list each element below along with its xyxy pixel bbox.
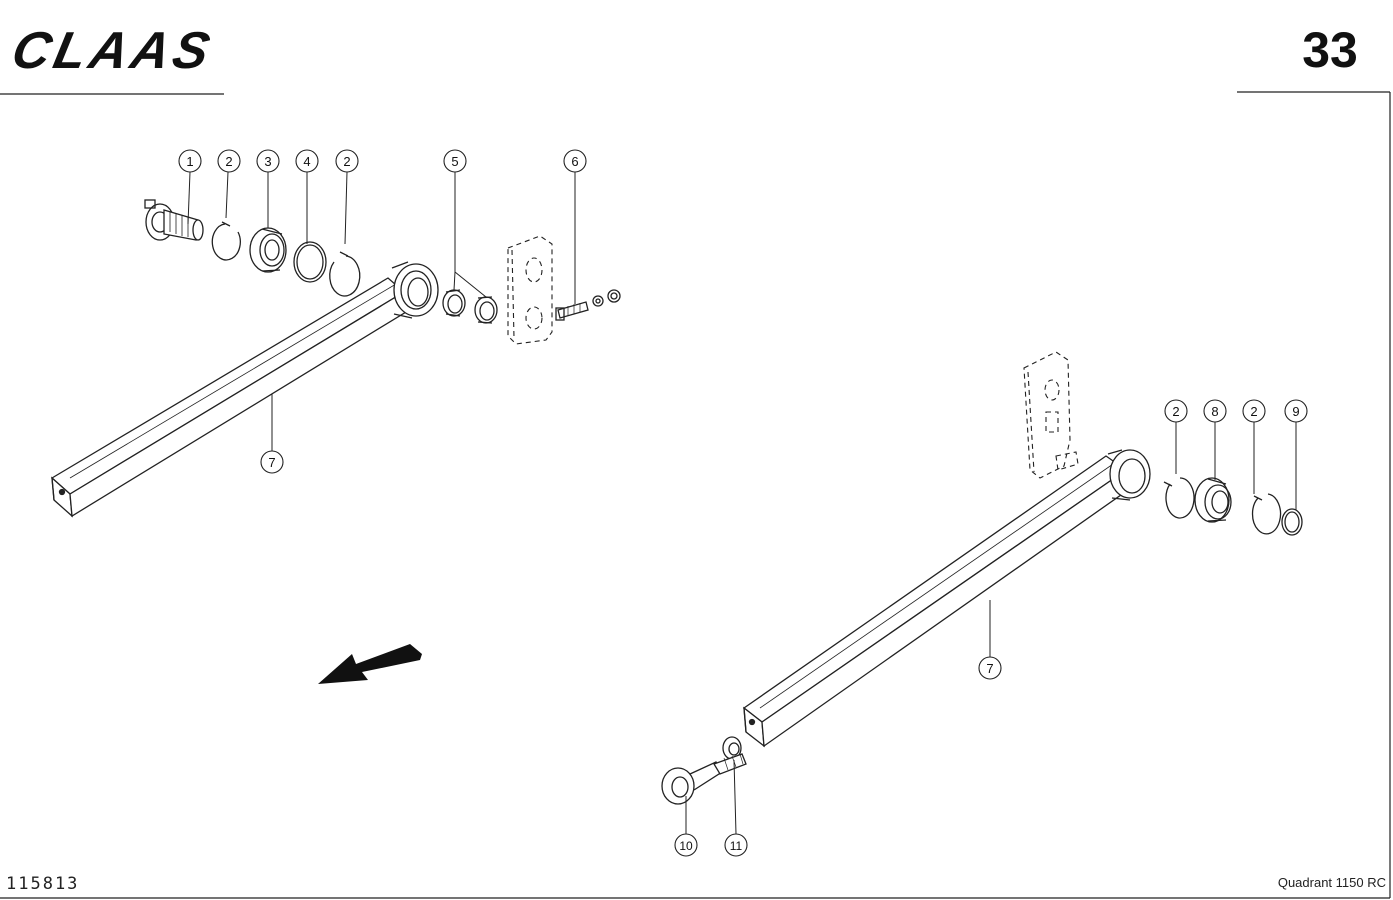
rod-end <box>661 753 747 805</box>
page-frame <box>0 91 1391 899</box>
callout-1-bubble <box>178 149 202 173</box>
callout-2-bubble <box>1242 399 1266 423</box>
callout-7-bubble <box>260 450 284 474</box>
bracket-left <box>507 235 553 345</box>
callout-label: 2 <box>225 154 232 169</box>
callout-7-bubble <box>978 656 1002 680</box>
bearing-right <box>1194 477 1232 523</box>
callout-label: 2 <box>343 154 350 169</box>
callout-8-bubble <box>1203 399 1227 423</box>
callout-label: 9 <box>1292 404 1299 419</box>
direction-arrow-icon <box>318 644 422 684</box>
tube-left <box>50 261 439 518</box>
callout-labels: 1 2 3 4 2 5 6 7 2 8 2 9 7 10 11 <box>186 154 1299 853</box>
bolt-left <box>555 289 621 321</box>
callout-2-bubble <box>217 149 241 173</box>
ring-left <box>293 241 327 283</box>
bearing-left <box>249 227 287 273</box>
callout-label: 7 <box>268 455 275 470</box>
callout-label: 10 <box>679 839 693 853</box>
callout-label: 8 <box>1211 404 1218 419</box>
callouts <box>178 149 1308 857</box>
circlip-a <box>211 223 241 261</box>
callout-9-bubble <box>1284 399 1308 423</box>
right-assembly <box>661 351 1303 805</box>
callout-2-bubble <box>1164 399 1188 423</box>
callout-4-bubble <box>295 149 319 173</box>
callout-10-bubble <box>674 833 698 857</box>
svg-text:CLAAS: CLAAS <box>7 22 218 80</box>
callout-label: 1 <box>186 154 193 169</box>
callout-label: 6 <box>571 154 578 169</box>
callout-label: 2 <box>1250 404 1257 419</box>
callout-2-bubble <box>335 149 359 173</box>
leader-lines <box>187 171 1297 835</box>
document-number: 115813 <box>6 874 80 894</box>
callout-label: 5 <box>451 154 458 169</box>
nut-right <box>722 736 742 760</box>
callout-5-bubble <box>443 149 467 173</box>
ring-right <box>1281 508 1303 536</box>
tube-right <box>742 449 1151 748</box>
page-number: 33 <box>1302 22 1358 78</box>
callout-11-bubble <box>724 833 748 857</box>
callout-6-bubble <box>563 149 587 173</box>
model-label: Quadrant 1150 RC <box>1277 875 1386 890</box>
left-assembly <box>50 199 621 518</box>
circlip-b <box>329 255 361 297</box>
bracket-right <box>1023 351 1079 479</box>
circlip-c <box>1165 477 1195 519</box>
callout-label: 4 <box>303 154 310 169</box>
callout-3-bubble <box>256 149 280 173</box>
callout-label: 7 <box>986 661 993 676</box>
bushings-left <box>442 289 498 324</box>
callout-label: 3 <box>264 154 271 169</box>
callout-label: 11 <box>730 839 743 853</box>
callout-label: 2 <box>1172 404 1179 419</box>
stub-shaft <box>144 199 204 241</box>
claas-logo: CLAAS <box>7 22 218 80</box>
circlip-d <box>1251 493 1282 535</box>
